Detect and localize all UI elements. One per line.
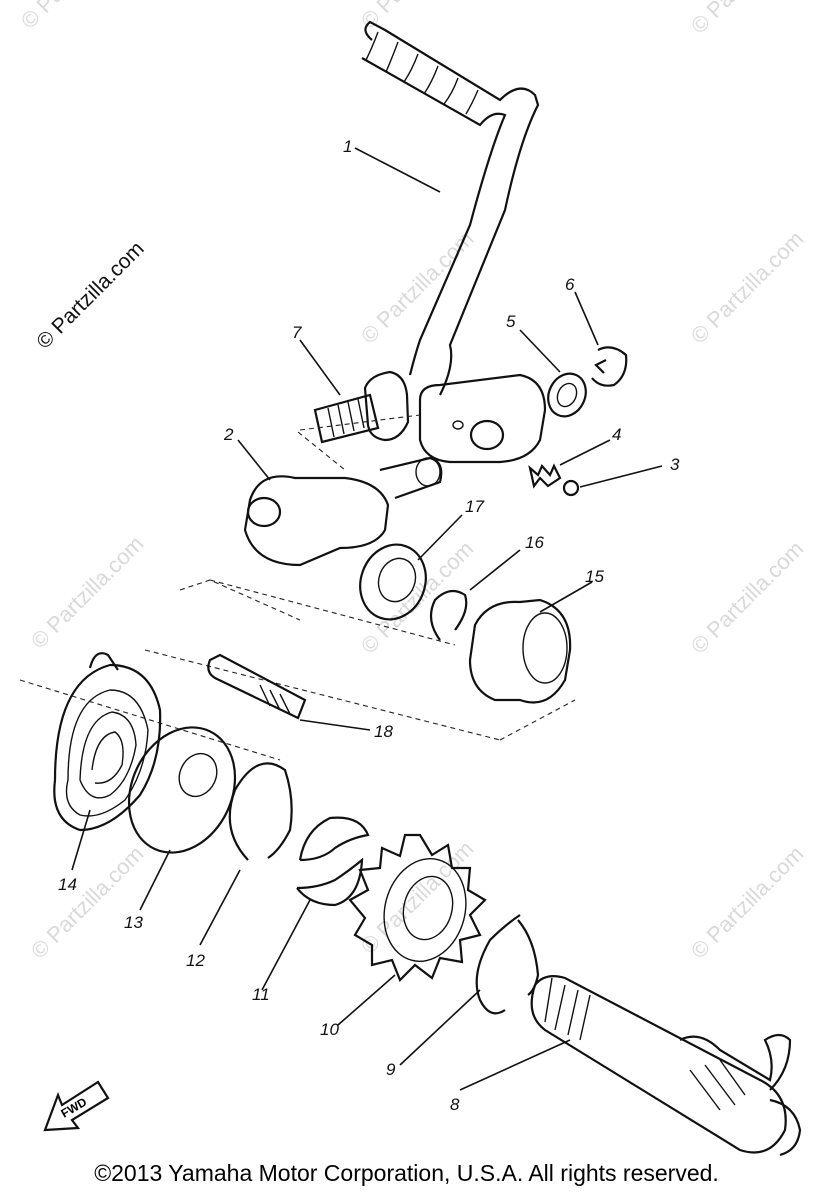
copyright-notice: ©2013 Yamaha Motor Corporation, U.S.A. A…: [94, 1160, 719, 1186]
snap-ring: [429, 589, 468, 641]
watermark-text: © Partzilla.com: [16, 0, 139, 34]
alignment-line: [19, 414, 576, 761]
callout-14: 14: [58, 875, 77, 894]
watermark-text: © Partzilla.com: [686, 226, 809, 349]
kick-gear: [348, 833, 487, 982]
callout-1: 1: [343, 137, 352, 156]
watermark-text: © Partzilla.com: [356, 226, 479, 349]
clip-halves: [296, 816, 370, 907]
bearing: [359, 543, 427, 621]
circlip: [591, 346, 628, 387]
torsion-spring: [53, 652, 162, 832]
callout-7: 7: [292, 323, 302, 342]
callout-16: 16: [525, 533, 544, 552]
ball: [562, 479, 580, 497]
kick-axle: [530, 975, 802, 1157]
kick-boss: [243, 456, 443, 567]
circlip-large: [228, 762, 293, 861]
watermark-grid: © Partzilla.com © Partzilla.com © Partzi…: [16, 0, 809, 964]
kick-crank-lever: [361, 20, 547, 464]
shaft-pin: [207, 653, 307, 720]
callout-5: 5: [506, 312, 516, 331]
watermark-text: © Partzilla.com: [686, 841, 809, 964]
callout-12: 12: [186, 951, 205, 970]
thrust-washer: [127, 726, 237, 854]
clip-spring: [475, 914, 540, 1015]
fwd-label: FWD: [59, 1095, 90, 1121]
callout-labels: 1 2 3 4 5 6 7 8 9 10 11 12 13 14 15 16 1…: [58, 137, 680, 1114]
callout-2: 2: [223, 425, 234, 444]
callout-17: 17: [465, 497, 484, 516]
watermark-text: © Partzilla.com: [686, 536, 809, 659]
callout-18: 18: [374, 722, 393, 741]
watermark-text: © Partzilla.com: [26, 841, 149, 964]
watermark-text: © Partzilla.com: [356, 0, 479, 34]
callout-10: 10: [320, 1020, 339, 1039]
callout-13: 13: [124, 913, 143, 932]
bolt: [313, 370, 410, 444]
callout-11: 11: [252, 985, 270, 1004]
callout-3: 3: [670, 455, 680, 474]
fwd-arrow: FWD: [43, 1080, 110, 1132]
callout-9: 9: [386, 1060, 396, 1079]
leader-lines: [71, 147, 663, 1091]
spring: [528, 463, 562, 489]
callout-6: 6: [565, 275, 575, 294]
partzilla-watermark: © Partzilla.com: [32, 237, 148, 353]
watermark-text: © Partzilla.com: [26, 531, 149, 654]
collar: [468, 598, 572, 704]
callout-4: 4: [612, 425, 621, 444]
washer: [547, 372, 587, 418]
watermark-text: © Partzilla.com: [686, 0, 809, 39]
callout-15: 15: [585, 567, 604, 586]
callout-8: 8: [450, 1095, 460, 1114]
